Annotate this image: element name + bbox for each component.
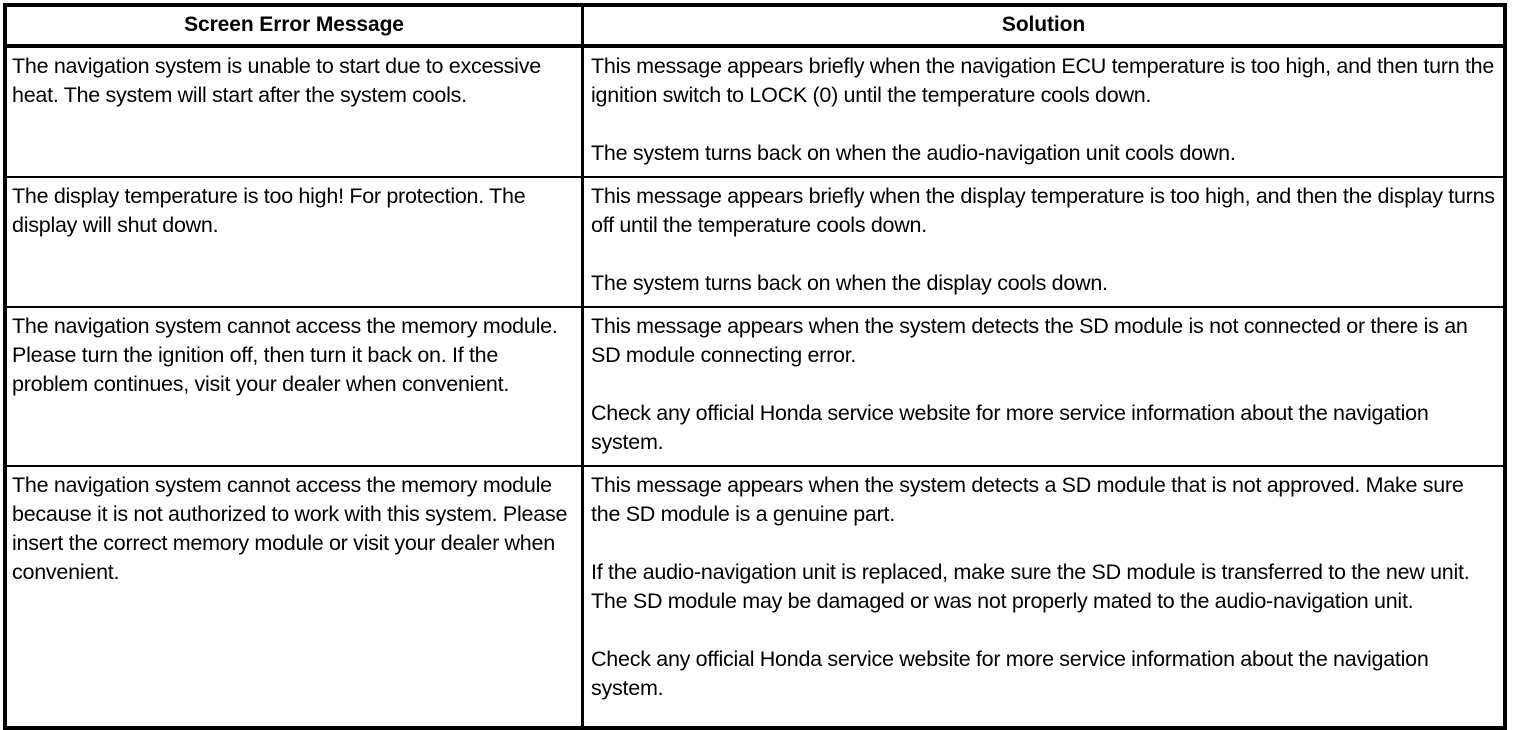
solution-paragraph: If the audio-navigation unit is replaced… [591,560,1470,613]
table-row: The navigation system is unable to start… [5,46,1505,177]
column-header-solution: Solution [582,5,1505,48]
solution-paragraph: The system turns back on when the audio-… [591,141,1236,165]
solution-paragraph: This message appears when the system det… [591,473,1464,526]
solution-paragraph: This message appears briefly when the na… [591,54,1495,107]
cell-solution: This message appears briefly when the di… [582,176,1505,307]
cell-error-message: The display temperature is too high! For… [5,176,585,307]
solution-paragraph: Check any official Honda service website… [591,647,1429,700]
table-row: The navigation system cannot access the … [5,306,1505,466]
solution-paragraph: This message appears briefly when the di… [591,184,1495,237]
solution-paragraph: Check any official Honda service website… [591,401,1429,454]
document-page: Screen Error Message Solution The naviga… [3,3,1507,730]
cell-error-message: The navigation system cannot access the … [5,465,585,728]
error-message-solution-table: Screen Error Message Solution The naviga… [3,3,1507,730]
table-row: The display temperature is too high! For… [5,176,1505,307]
table-body: The navigation system is unable to start… [5,46,1505,728]
solution-paragraph: The system turns back on when the displa… [591,271,1108,295]
cell-solution: This message appears when the system det… [582,306,1505,466]
table-row: The navigation system cannot access the … [5,465,1505,728]
table-header-row: Screen Error Message Solution [5,5,1505,48]
table-header: Screen Error Message Solution [5,5,1505,48]
cell-error-message: The navigation system cannot access the … [5,306,585,466]
cell-error-message: The navigation system is unable to start… [5,46,585,177]
solution-paragraph: This message appears when the system det… [591,314,1468,367]
column-header-screen-error-message: Screen Error Message [5,5,585,48]
cell-solution: This message appears briefly when the na… [583,46,1505,177]
cell-solution: This message appears when the system det… [582,465,1505,728]
